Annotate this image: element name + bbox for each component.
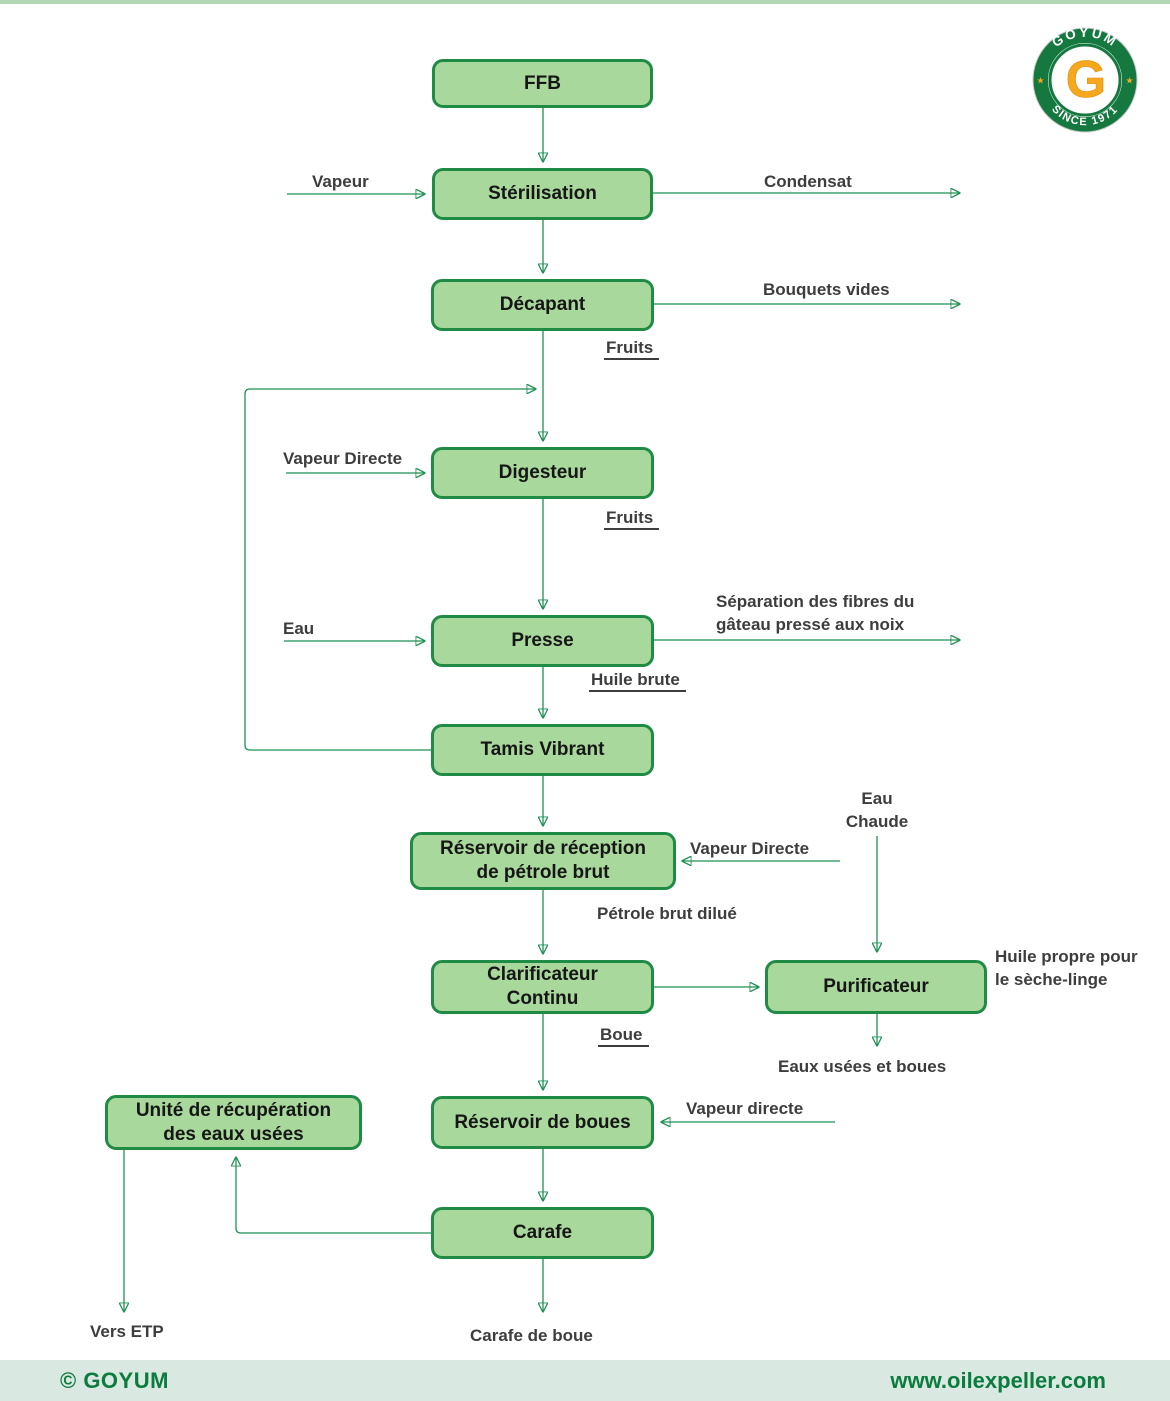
node-reservoir-reception: Réservoir de réception de pétrole brut <box>410 832 676 890</box>
node-ffb-label: FFB <box>524 72 561 94</box>
label-bouquets-vides: Bouquets vides <box>763 280 890 299</box>
label-vapeur-directe-bottom: Vapeur directe <box>686 1099 804 1118</box>
label-vers-etp: Vers ETP <box>90 1322 164 1341</box>
node-digesteur-label: Digesteur <box>498 462 587 484</box>
node-clarificateur-continu-label: Clarificateur Continu <box>487 964 598 1009</box>
node-unite-recuperation-label: Unité de récupération des eaux usées <box>135 1099 332 1145</box>
node-digesteur: Digesteur <box>431 447 654 499</box>
node-ffb: FFB <box>432 59 653 108</box>
label-vapeur-directe-right: Vapeur Directe <box>690 839 810 858</box>
label-separation-fibres: Séparation des fibres du gâteau pressé a… <box>716 592 915 634</box>
node-carafe: Carafe <box>431 1207 654 1259</box>
label-huile-propre: Huile propre pour le sèche-linge <box>995 947 1138 989</box>
label-petrole-brut-dilue: Pétrole brut dilué <box>597 904 737 923</box>
footer-bar: © GOYUM www.oilexpeller.com <box>0 1360 1170 1401</box>
node-reservoir-boues: Réservoir de boues <box>431 1096 654 1149</box>
node-carafe-label: Carafe <box>512 1222 573 1244</box>
node-purificateur: Purificateur <box>765 960 987 1014</box>
node-unite-recuperation: Unité de récupération des eaux usées <box>105 1095 362 1150</box>
logo-g-monogram: G <box>1066 51 1106 109</box>
footer-website: www.oilexpeller.com <box>890 1367 1106 1393</box>
node-decapant-label: Décapant <box>499 294 586 316</box>
label-boue: Boue <box>598 1024 649 1047</box>
node-presse-label: Presse <box>511 630 574 652</box>
node-presse: Presse <box>431 615 654 667</box>
label-fruits-2: Fruits <box>604 507 660 530</box>
arrow-carafe-to-unite <box>236 1158 431 1234</box>
label-boue-text: Boue <box>598 1025 649 1047</box>
footer-copyright: © GOYUM <box>60 1367 169 1393</box>
label-fruits-1: Fruits <box>604 337 660 360</box>
label-huile-brute: Huile brute <box>589 669 686 692</box>
label-huile-brute-text: Huile brute <box>589 670 686 692</box>
node-tamis-vibrant: Tamis Vibrant <box>431 724 654 776</box>
label-carafe-de-boue: Carafe de boue <box>470 1326 593 1345</box>
node-clarificateur-continu: Clarificateur Continu <box>431 960 654 1014</box>
label-condensat: Condensat <box>764 172 852 191</box>
goyum-logo: G GOYUM SINCE 1971 ★ ★ <box>1032 27 1138 133</box>
node-decapant: Décapant <box>431 279 654 331</box>
node-tamis-vibrant-label: Tamis Vibrant <box>480 739 605 761</box>
label-fruits-2-text: Fruits <box>604 508 660 530</box>
arrow-tamis-recycle-loop <box>244 389 535 751</box>
star-icon: ★ <box>1036 76 1044 86</box>
label-eaux-usees-et-boues: Eaux usées et boues <box>778 1057 947 1076</box>
label-fruits-1-text: Fruits <box>604 338 660 360</box>
logo-inner-border <box>1048 43 1122 117</box>
label-vapeur-directe-left: Vapeur Directe <box>283 449 403 468</box>
node-purificateur-label: Purificateur <box>823 976 929 998</box>
node-sterilisation: Stérilisation <box>432 168 653 220</box>
label-vapeur: Vapeur <box>312 172 369 191</box>
star-icon: ★ <box>1125 76 1133 86</box>
label-eau: Eau <box>283 619 315 638</box>
top-strip <box>0 0 1170 4</box>
node-reservoir-boues-label: Réservoir de boues <box>454 1111 631 1133</box>
node-sterilisation-label: Stérilisation <box>488 183 597 205</box>
label-eau-chaude: Eau Chaude <box>845 789 909 831</box>
node-reservoir-reception-label: Réservoir de réception de pétrole brut <box>440 838 646 883</box>
